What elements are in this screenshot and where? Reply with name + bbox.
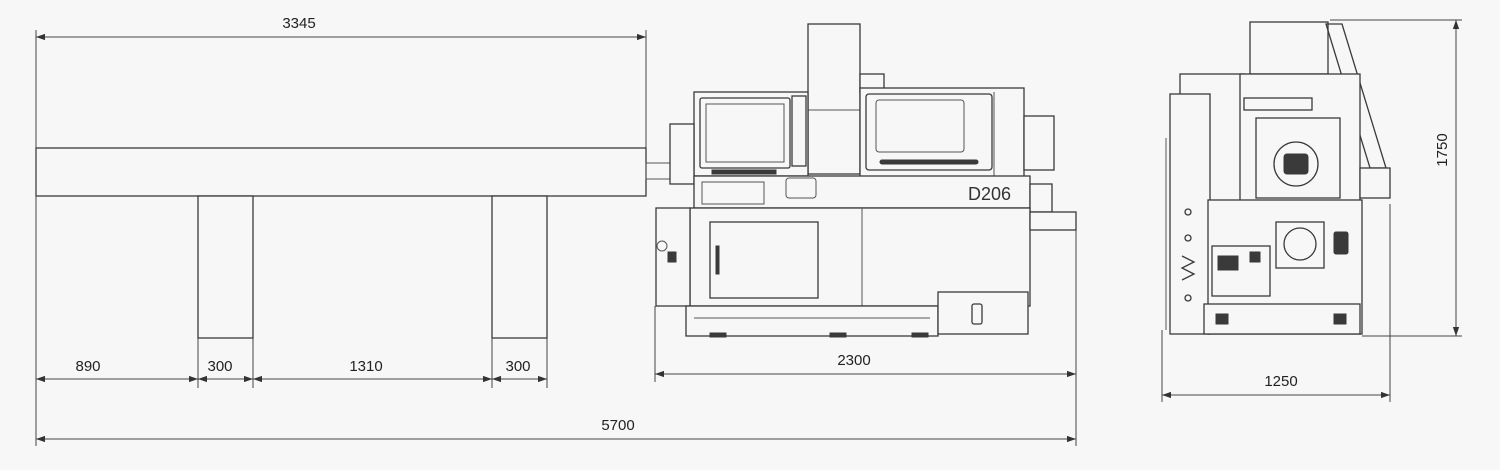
label-leg-spacing: 1310: [349, 358, 382, 375]
side-upper-slot: [1243, 97, 1313, 111]
foot-3: [911, 332, 929, 338]
side-drum-icon: [1283, 227, 1317, 261]
model-label: D206: [968, 184, 1011, 204]
base-left: [685, 305, 939, 337]
side-switch-icon: [1333, 231, 1349, 255]
bar-feeder-leg-right: [491, 195, 548, 339]
machine-front-view: D206: [655, 23, 1077, 338]
label-leg-width-1: 300: [207, 358, 232, 375]
label-leg-width-2: 300: [505, 358, 530, 375]
side-pump-unit: [1211, 245, 1271, 297]
side-right-block: [1359, 167, 1391, 199]
headstock-tower: [807, 23, 861, 175]
label-machine-depth: 1250: [1264, 373, 1297, 390]
left-window: [699, 97, 791, 169]
side-knob-1-icon: [1184, 208, 1192, 216]
label-total-length: 5700: [601, 417, 634, 434]
side-foot-left-icon: [1215, 313, 1229, 325]
side-knob-2-icon: [1184, 234, 1192, 242]
door-handle: [715, 245, 720, 275]
right-window-glass: [875, 99, 965, 153]
mid-band-block: [785, 177, 817, 199]
side-pump-valve-icon: [1249, 251, 1261, 263]
label-left-offset: 890: [75, 358, 100, 375]
dimension-labels: 3345 890 300 1310 300 2300 5700 1250 175…: [75, 15, 1451, 434]
left-housing: [693, 91, 809, 177]
coolant-valve-icon: [667, 251, 677, 263]
right-shelf: [1029, 211, 1077, 231]
label-machine-height: 1750: [1434, 133, 1451, 166]
coolant-gauge-icon: [656, 240, 668, 252]
foot-1: [709, 332, 727, 338]
right-window: [865, 93, 993, 171]
label-machine-length: 2300: [837, 352, 870, 369]
side-spring-icon: [1180, 255, 1196, 281]
foot-2: [829, 332, 847, 338]
bar-feeder: [35, 147, 673, 339]
left-side-block: [669, 123, 695, 185]
base-right-tank: [937, 291, 1029, 335]
lower-cabinet: [689, 207, 1031, 307]
tank-window: [971, 303, 983, 325]
right-bracket: [1029, 183, 1053, 213]
bar-feeder-leg-left: [197, 195, 254, 339]
side-top-tower: [1249, 21, 1329, 75]
left-window-glass: [705, 103, 785, 163]
cabinet-door: [709, 221, 819, 299]
side-foot-right-icon: [1333, 313, 1347, 325]
side-pump-motor-icon: [1217, 255, 1239, 271]
right-side-panel: [1023, 115, 1055, 171]
side-spindle-core-icon: [1283, 153, 1309, 175]
side-knob-3-icon: [1184, 294, 1192, 302]
right-housing: [859, 87, 1025, 181]
dimension-lines: [35, 19, 1462, 446]
left-side-strip: [791, 95, 807, 167]
left-handle: [711, 169, 777, 175]
right-handle: [879, 159, 979, 165]
side-drum-box: [1275, 221, 1325, 269]
mid-band-panel: [701, 181, 765, 205]
bar-feeder-coupler: [645, 162, 673, 180]
machine-side-view: [1165, 21, 1391, 335]
bar-feeder-tube: [35, 147, 647, 197]
side-spindle-icon: [1273, 141, 1319, 187]
label-bar-feeder-length: 3345: [282, 15, 315, 32]
